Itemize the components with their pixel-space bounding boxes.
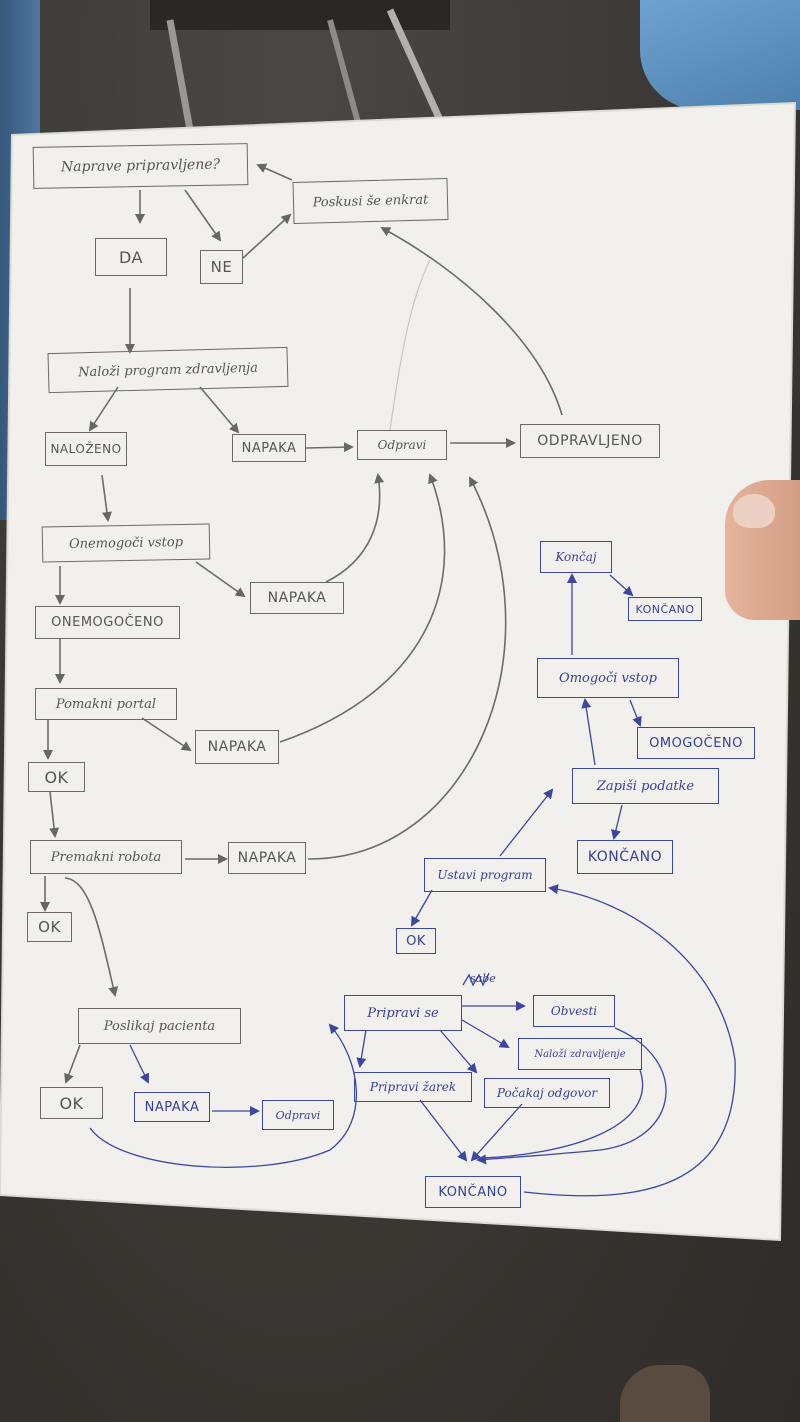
node-odpravi-2: Odpravi (262, 1100, 334, 1130)
node-napaka-5: NAPAKA (134, 1092, 210, 1122)
node-nalozeno: NALOŽENO (45, 432, 127, 466)
node-odpravljeno: ODPRAVLJENO (520, 424, 660, 458)
node-koncaj: Končaj (540, 541, 612, 573)
node-napaka-4: NAPAKA (228, 842, 306, 874)
holding-thumb (725, 480, 800, 620)
node-ustavi-program: Ustavi program (424, 858, 546, 892)
shoe (620, 1365, 710, 1422)
node-onemogoceno: ONEMOGOČENO (35, 606, 180, 639)
node-napaka-3: NAPAKA (195, 730, 279, 764)
node-pripravi-zarek: Pripravi žarek (354, 1072, 472, 1102)
node-koncano-2: KONČANO (577, 840, 673, 874)
node-omogoci-vstop: Omogoči vstop (537, 658, 679, 698)
node-naprave-pripravljene: Naprave pripravljene? (32, 143, 249, 189)
chair (150, 0, 450, 130)
node-omogoceno: OMOGOČENO (637, 727, 755, 759)
node-ok-1: OK (28, 762, 85, 792)
node-nalozi-program-zdravljenja: Naloži program zdravljenja (47, 346, 289, 394)
node-zapisi-podatke: Zapiši podatke (572, 768, 719, 804)
node-odpravi: Odpravi (357, 430, 447, 460)
node-napaka-1: NAPAKA (232, 434, 306, 462)
node-da: DA (95, 238, 167, 276)
node-ne: NE (200, 250, 243, 284)
node-ok-4: OK (396, 928, 436, 954)
node-pomakni-portal: Pomakni portal (35, 688, 177, 720)
node-nalozi-zdravljenje: Naloži zdravljenje (518, 1038, 642, 1070)
node-premakni-robota: Premakni robota (30, 840, 182, 874)
node-onemogoci-vstop: Onemogoči vstop (41, 523, 211, 563)
sleeve (640, 0, 800, 110)
thumb-nail (733, 494, 775, 528)
crossed-out-note: sabe (470, 972, 496, 985)
node-obvesti: Obvesti (533, 995, 615, 1027)
node-ok-3: OK (40, 1087, 103, 1119)
node-ok-2: OK (27, 912, 72, 942)
node-pripravi-se: Pripravi se (344, 995, 462, 1031)
node-pocakaj-odgovor: Počakaj odgovor (484, 1078, 610, 1108)
node-poslikaj-pacienta: Poslikaj pacienta (78, 1008, 241, 1044)
node-koncano-1: KONČANO (628, 597, 702, 621)
node-koncano-3: KONČANO (425, 1176, 521, 1208)
node-poskusi-se-enkrat: Poskusi še enkrat (292, 177, 449, 225)
node-napaka-2: NAPAKA (250, 582, 344, 614)
